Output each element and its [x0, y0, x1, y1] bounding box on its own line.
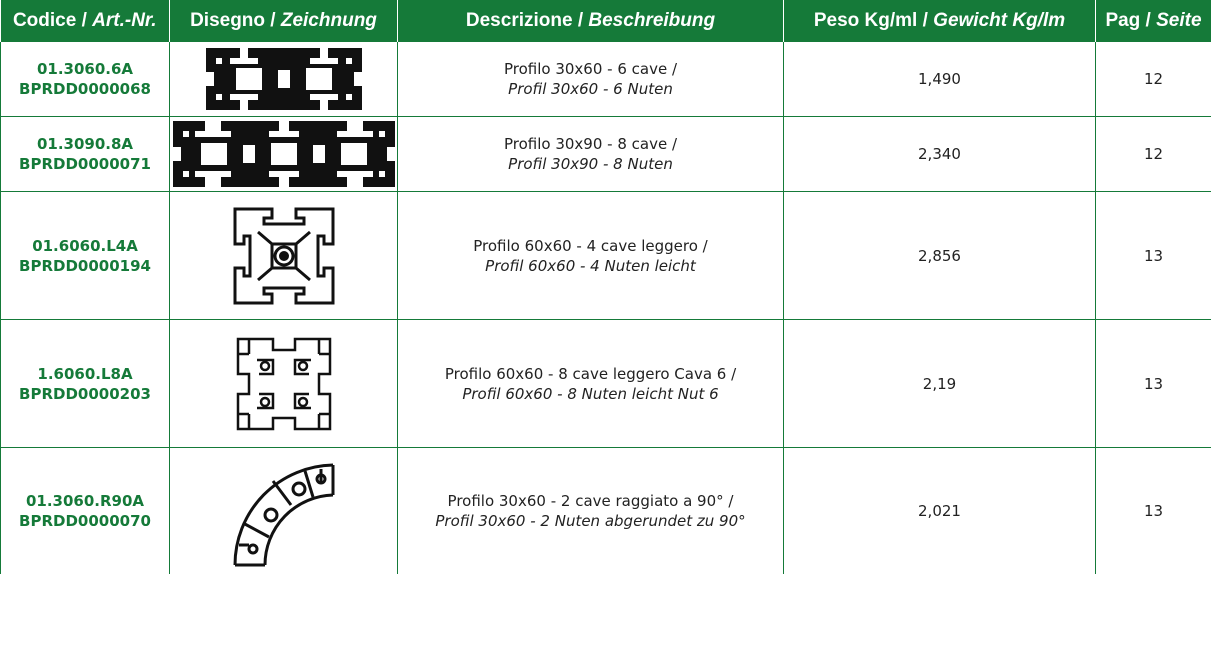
profile-60x60-8-slot-icon — [236, 337, 331, 430]
weight-cell: 2,021 — [783, 447, 1096, 574]
description-de: Profil 30x90 - 8 Nuten — [508, 155, 673, 173]
code-cell: 01.3090.8A BPRDD0000071 — [0, 116, 170, 192]
page-cell: 13 — [1095, 447, 1211, 574]
profile-60x60-light-icon — [233, 207, 334, 304]
profile-30x90-icon — [172, 121, 395, 187]
description-it: Profilo 30x90 - 8 cave / — [503, 135, 678, 153]
article-code: 01.3090.8A — [36, 135, 134, 153]
description-it: Profilo 60x60 - 4 cave leggero / — [473, 236, 708, 255]
weight-cell: 1,490 — [783, 42, 1096, 117]
drawing-cell — [169, 319, 398, 448]
page-cell: 13 — [1095, 191, 1211, 320]
description-de: Profil 60x60 - 4 Nuten leicht — [485, 256, 696, 275]
article-code: 01.3060.6A — [36, 60, 134, 78]
page-cell: 13 — [1095, 319, 1211, 448]
drawing-cell — [169, 42, 398, 117]
internal-code: BPRDD0000194 — [19, 256, 151, 275]
header-weight: Peso Kg/ml / Gewicht Kg/lm — [783, 0, 1096, 42]
header-page: Pag / Seite — [1095, 0, 1211, 42]
internal-code: BPRDD0000203 — [19, 384, 151, 403]
internal-code: BPRDD0000071 — [19, 155, 151, 173]
drawing-cell — [169, 191, 398, 320]
profile-table: Codice / Art.-Nr. Disegno / Zeichnung De… — [0, 0, 1211, 574]
header-row: Codice / Art.-Nr. Disegno / Zeichnung De… — [0, 0, 1211, 42]
header-description: Descrizione / Beschreibung — [397, 0, 784, 42]
weight-cell: 2,340 — [783, 116, 1096, 192]
description-cell: Profilo 60x60 - 8 cave leggero Cava 6 /P… — [397, 319, 784, 448]
drawing-cell — [169, 116, 398, 192]
table-row: 01.3060.6A BPRDD0000068 Profilo 30x60 - 6… — [0, 42, 1211, 117]
profile-30x60-icon — [205, 48, 362, 110]
description-de: Profil 30x60 - 6 Nuten — [508, 80, 673, 98]
description-it: Profilo 30x60 - 2 cave raggiato a 90° / — [447, 492, 734, 510]
description-cell: Profilo 60x60 - 4 cave leggero /Profil 6… — [397, 191, 784, 320]
description-cell: Profilo 30x90 - 8 cave / Profil 30x90 - 8… — [397, 116, 784, 192]
page-cell: 12 — [1095, 116, 1211, 192]
article-code: 01.3060.R90A — [25, 492, 145, 510]
profile-curved-90-icon — [233, 463, 334, 567]
code-cell: 01.3060.6A BPRDD0000068 — [0, 42, 170, 117]
internal-code: BPRDD0000068 — [19, 80, 151, 98]
table-row: 01.3060.R90A BPRDD0000070 Profilo 30x60 -… — [0, 447, 1211, 574]
description-cell: Profilo 30x60 - 6 cave / Profil 30x60 - 6… — [397, 42, 784, 117]
weight-cell: 2,856 — [783, 191, 1096, 320]
description-cell: Profilo 30x60 - 2 cave raggiato a 90° / P… — [397, 447, 784, 574]
internal-code: BPRDD0000070 — [19, 512, 151, 530]
article-code: 01.6060.L4A — [32, 236, 138, 255]
weight-cell: 2,19 — [783, 319, 1096, 448]
header-drawing: Disegno / Zeichnung — [169, 0, 398, 42]
description-de: Profil 60x60 - 8 Nuten leicht Nut 6 — [462, 384, 719, 403]
drawing-cell — [169, 447, 398, 574]
description-de: Profil 30x60 - 2 Nuten abgerundet zu 90° — [435, 512, 746, 530]
article-code: 1.6060.L8A — [37, 364, 133, 383]
description-it: Profilo 30x60 - 6 cave / — [503, 60, 678, 78]
page-cell: 12 — [1095, 42, 1211, 117]
header-code: Codice / Art.-Nr. — [0, 0, 170, 42]
table-row: 01.3090.8A BPRDD0000071 Profilo 30x90 - 8… — [0, 116, 1211, 192]
code-cell: 01.3060.R90A BPRDD0000070 — [0, 447, 170, 574]
description-it: Profilo 60x60 - 8 cave leggero Cava 6 / — [444, 364, 737, 383]
